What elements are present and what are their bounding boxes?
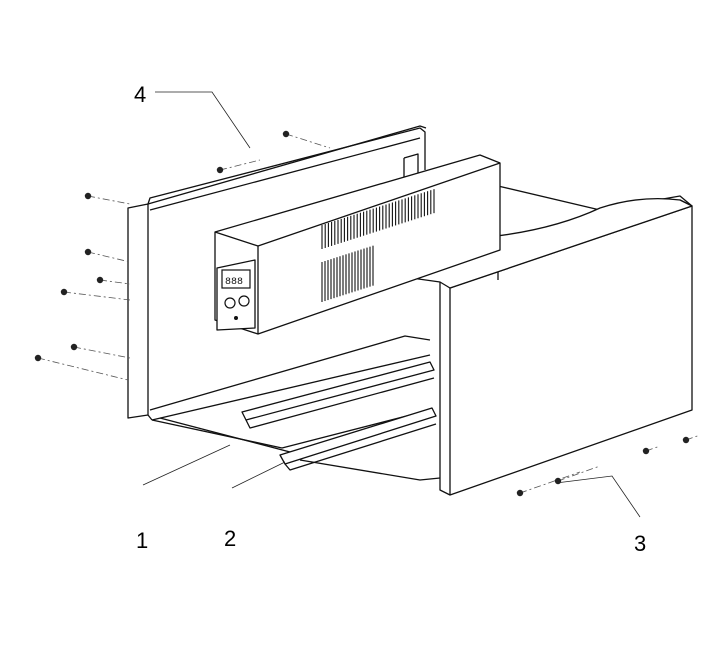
leader-lines bbox=[142, 91, 641, 518]
screws bbox=[34, 130, 701, 497]
vent-grille bbox=[321, 189, 435, 302]
callout-label-4: 4 bbox=[134, 82, 146, 107]
callout-label-3: 3 bbox=[634, 531, 646, 556]
slide-rail bbox=[241, 361, 441, 481]
controller-box: 888 bbox=[214, 154, 501, 335]
callout-label-2: 2 bbox=[224, 526, 236, 551]
svg-text:888: 888 bbox=[225, 277, 243, 288]
bottom-frame bbox=[149, 335, 431, 453]
left-frame-panel bbox=[127, 127, 426, 421]
callout-label-1: 1 bbox=[136, 528, 148, 553]
